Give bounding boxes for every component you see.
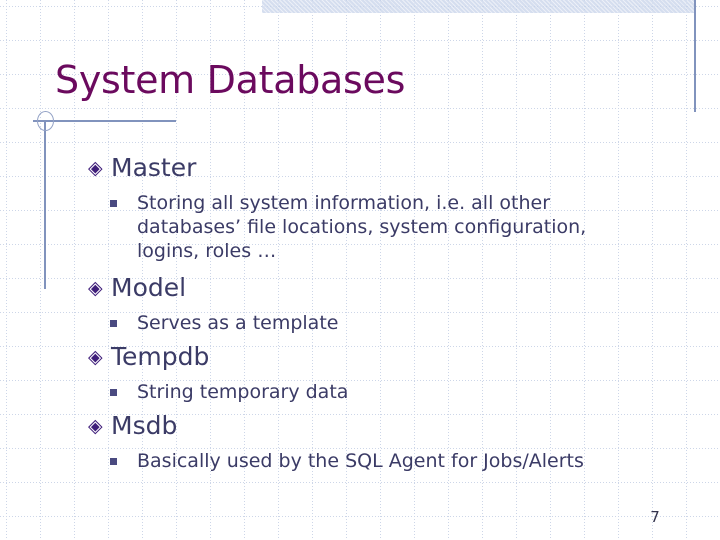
- sub-list-item-text: String temporary data: [137, 381, 349, 403]
- grid-line-vertical: [686, 0, 687, 540]
- page-title: System Databases: [55, 58, 406, 102]
- top-band-texture: [262, 0, 694, 13]
- grid-line-horizontal: [0, 516, 720, 517]
- square-bullet-icon: [110, 389, 137, 396]
- list-item-model: ◈ Model: [88, 273, 186, 303]
- title-underline: [33, 120, 176, 122]
- grid-line-horizontal: [0, 142, 720, 143]
- square-bullet-icon: [110, 458, 137, 465]
- diamond-bullet-icon: ◈: [88, 277, 103, 299]
- list-item-master: ◈ Master: [88, 153, 196, 183]
- title-vertical-accent: [44, 120, 46, 289]
- sub-list-item-model-0: Serves as a template: [110, 311, 338, 335]
- grid-line-horizontal: [0, 40, 720, 41]
- diamond-bullet-icon: ◈: [88, 415, 103, 437]
- list-item-label: Tempdb: [111, 342, 210, 371]
- title-circle-decoration: [37, 111, 54, 131]
- square-bullet-icon: [110, 320, 137, 327]
- top-band: [262, 0, 694, 13]
- list-item-label: Msdb: [111, 411, 178, 440]
- sub-list-item-msdb-0: Basically used by the SQL Agent for Jobs…: [110, 449, 584, 473]
- grid-line-vertical: [618, 0, 619, 540]
- list-item-label: Master: [111, 153, 197, 182]
- diamond-bullet-icon: ◈: [88, 346, 103, 368]
- diamond-bullet-icon: ◈: [88, 157, 103, 179]
- list-item-msdb: ◈ Msdb: [88, 411, 177, 441]
- sub-list-item-text: Basically used by the SQL Agent for Jobs…: [137, 450, 584, 472]
- grid-line-horizontal: [0, 108, 720, 109]
- list-item-label: Model: [111, 273, 187, 302]
- grid-line-vertical: [6, 0, 7, 540]
- sub-list-item-text: Storing all system information, i.e. all…: [137, 192, 587, 262]
- grid-line-horizontal: [0, 312, 720, 313]
- right-vertical-rule: [694, 0, 696, 112]
- grid-line-horizontal: [0, 482, 720, 483]
- grid-line-horizontal: [0, 380, 720, 381]
- sub-list-item-master-0: Storing all system information, i.e. all…: [110, 191, 637, 263]
- grid-line-vertical: [40, 0, 41, 540]
- sub-list-item-tempdb-0: String temporary data: [110, 380, 348, 404]
- sub-list-item-text: Serves as a template: [137, 312, 339, 334]
- page-number: 7: [650, 508, 660, 526]
- list-item-tempdb: ◈ Tempdb: [88, 342, 209, 372]
- grid-line-vertical: [584, 0, 585, 540]
- grid-line-vertical: [652, 0, 653, 540]
- square-bullet-icon: [110, 200, 137, 207]
